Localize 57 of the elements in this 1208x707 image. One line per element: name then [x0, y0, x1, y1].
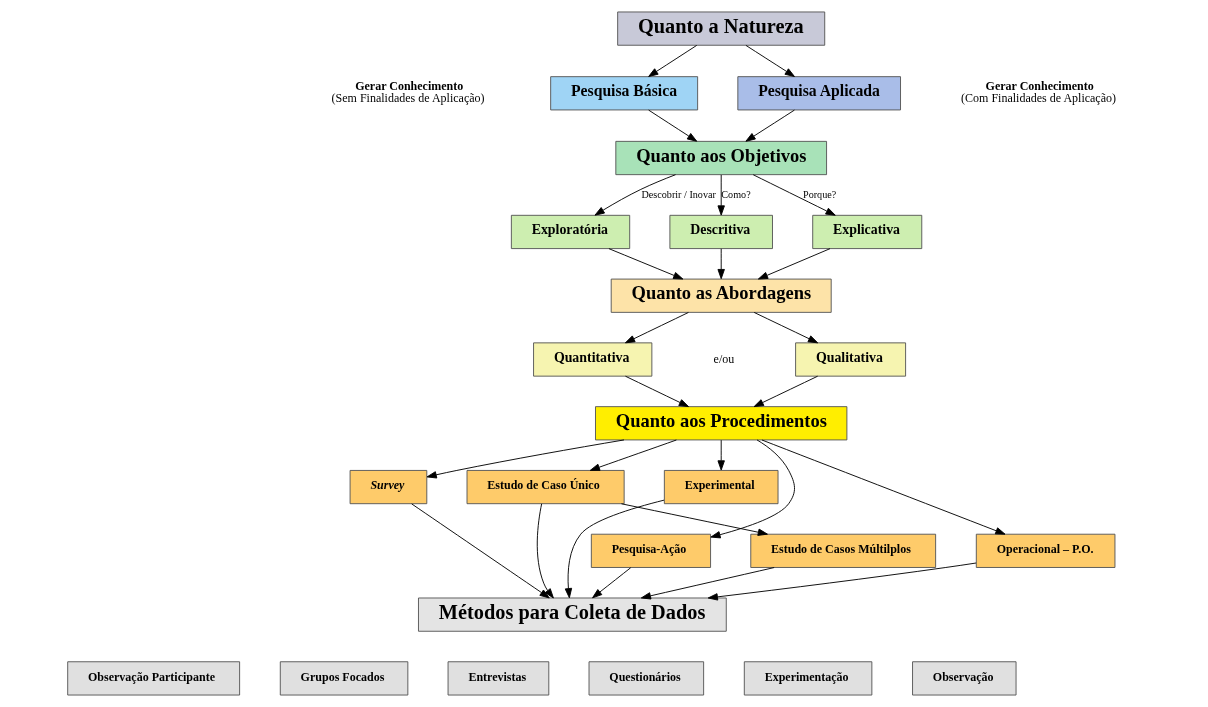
node-box: Survey — [349, 469, 427, 505]
arrow — [426, 439, 624, 479]
arrow — [757, 248, 830, 280]
arrow — [647, 44, 697, 77]
arrow — [591, 567, 631, 599]
node-box: Descritiva — [668, 214, 773, 250]
arrow — [536, 503, 554, 599]
arrow — [753, 375, 818, 408]
arrow — [410, 503, 550, 599]
node-box: Operacional – P.O. — [975, 533, 1115, 568]
node-label: Gerar Conhecimento — [985, 78, 1094, 93]
arrow — [624, 375, 689, 408]
arrow — [717, 174, 725, 216]
node-box: Questionários — [588, 661, 704, 696]
node-box: Qualitativa — [794, 342, 906, 377]
arrow — [753, 312, 818, 344]
arrow — [709, 439, 795, 539]
arrow — [620, 503, 768, 536]
edge-label: Porque? — [802, 188, 836, 200]
node-box: Experimental — [663, 469, 778, 505]
node-box: Estudo de Caso Único — [466, 469, 625, 505]
node-label: Gerar Conhecimento — [354, 78, 463, 93]
arrow — [594, 174, 676, 216]
arrow — [624, 312, 689, 344]
arrow — [744, 109, 795, 142]
node-box: Pesquisa-Ação — [590, 533, 711, 568]
edge-label: Descobrir / Inovar — [640, 188, 716, 200]
node-box: Observação Participante — [66, 661, 240, 696]
node-box: Estudo de Casos Múltilplos — [749, 533, 936, 568]
node-box: Grupos Focados — [279, 661, 408, 696]
node-box: Métodos para Coleta de Dados — [417, 597, 727, 632]
node-box: Entrevistas — [447, 661, 549, 696]
node-box: Quanto a Natureza — [616, 11, 825, 46]
arrow — [707, 562, 977, 601]
arrow — [608, 248, 683, 280]
node-box: Pesquisa Aplicada — [736, 76, 901, 111]
node-box: Pesquisa Básica — [549, 76, 698, 111]
node-label: (Com Finalidades de Aplicação) — [960, 90, 1116, 105]
node-box: Exploratória — [510, 214, 630, 250]
node-box: Quanto aos Objetivos — [614, 140, 827, 176]
arrow — [647, 109, 697, 142]
node-box: Observação — [911, 661, 1016, 696]
arrow — [589, 439, 677, 471]
arrow — [640, 567, 775, 600]
node-box: Experimentação — [743, 661, 872, 696]
arrow — [744, 44, 795, 77]
arrow — [564, 499, 664, 599]
arrow — [717, 439, 725, 471]
label: e/ou — [713, 351, 734, 366]
node-box: Quanto as Abordagens — [610, 278, 832, 313]
node-label: (Sem Finalidades de Aplicação) — [331, 90, 485, 105]
node-box: Explicativa — [811, 214, 922, 250]
node-box: Quanto aos Procedimentos — [594, 406, 847, 441]
arrow — [761, 439, 1005, 535]
node-box: Quantitativa — [532, 342, 652, 377]
arrow — [717, 248, 725, 280]
arrow — [752, 174, 836, 216]
